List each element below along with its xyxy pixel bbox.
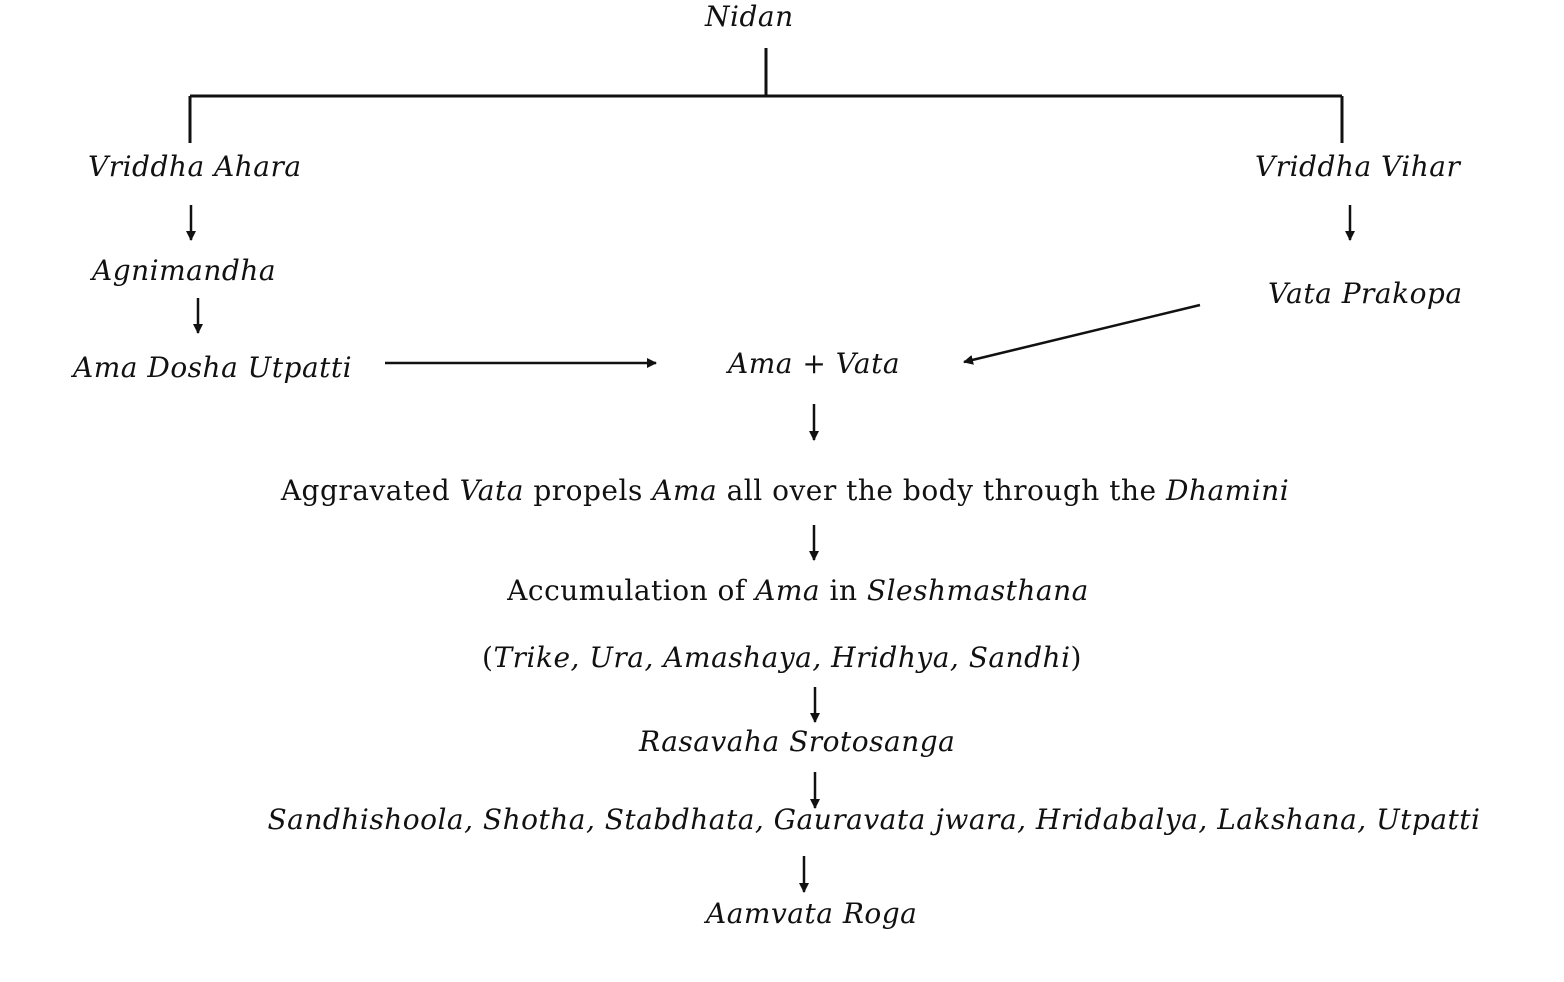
- node-sites: (Trike, Ura, Amashaya, Hridhya, Sandhi): [482, 641, 1082, 675]
- accumulation-text-sleshmasthana: Sleshmasthana: [866, 574, 1089, 607]
- node-lakshana: Sandhishoola, Shotha, Stabdhata, Gaurava…: [267, 803, 1481, 836]
- aggravated-text-dhamini: Dhamini: [1166, 474, 1290, 507]
- aggravated-text-ama: Ama: [652, 474, 718, 507]
- node-accumulation: Accumulation of Ama in Sleshmasthana: [507, 574, 1089, 608]
- sites-open-paren: (: [482, 641, 494, 674]
- node-vata-prakopa: Vata Prakopa: [1268, 277, 1463, 310]
- node-aggravated-vata: Aggravated Vata propels Ama all over the…: [281, 474, 1289, 508]
- sites-close-paren: ): [1070, 641, 1082, 674]
- arrow-vata-prakopa-to-ama-vata: [963, 303, 1201, 365]
- node-ama-dosha-utpatti: Ama Dosha Utpatti: [73, 351, 353, 384]
- accumulation-text-ama: Ama: [755, 574, 821, 607]
- node-aamvata-roga: Aamvata Roga: [706, 897, 918, 930]
- sites-list: Trike, Ura, Amashaya, Hridhya, Sandhi: [493, 641, 1071, 674]
- aggravated-text-3: all over the body through the: [717, 474, 1166, 507]
- node-nidan: Nidan: [705, 0, 794, 33]
- node-ama-plus-vata: Ama + Vata: [728, 347, 901, 380]
- accumulation-text-1: Accumulation of: [507, 574, 756, 607]
- node-rasavaha-srotosanga: Rasavaha Srotosanga: [639, 725, 956, 758]
- aggravated-text-1: Aggravated: [280, 474, 460, 507]
- aggravated-text-vata: Vata: [459, 474, 524, 507]
- node-vriddha-ahara: Vriddha Ahara: [88, 150, 302, 183]
- node-agnimandha: Agnimandha: [92, 254, 277, 287]
- aggravated-text-2: propels: [523, 474, 653, 507]
- accumulation-text-2: in: [820, 574, 867, 607]
- node-vriddha-vihar: Vriddha Vihar: [1255, 150, 1461, 183]
